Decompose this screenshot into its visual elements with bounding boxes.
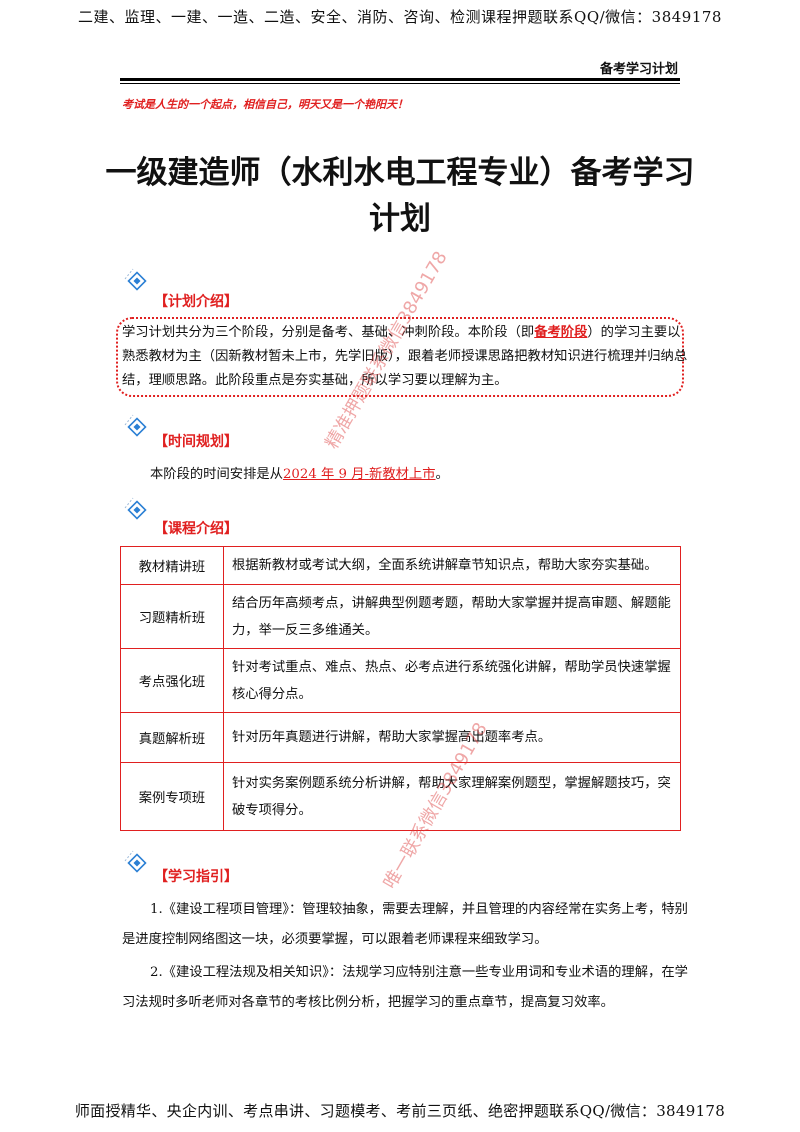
header-title: 备考学习计划 — [599, 62, 678, 77]
diamond-marker-icon — [124, 268, 147, 291]
course-desc: 针对实务案例题系统分析讲解，帮助大家理解案例题型，掌握解题技巧，突破专项得分。 — [223, 762, 681, 831]
motto: 考试是人生的一个起点，相信自己，明天又是一个艳阳天！ — [122, 98, 408, 111]
table-row: 真题解析班 针对历年真题进行讲解，帮助大家掌握高出题率考点。 — [120, 712, 681, 763]
plan-intro-part1: 学习计划共分为三个阶段，分别是备考、基础、冲刺阶段。本阶段（即 — [122, 325, 535, 340]
course-desc: 结合历年高频考点，讲解典型例题考题，帮助大家掌握并提高审题、解题能力，举一反三多… — [223, 584, 681, 649]
top-banner: 二建、监理、一建、一造、二造、安全、消防、咨询、检测课程押题联系QQ/微信：38… — [78, 8, 722, 26]
section-title-course: 【课程介绍】 — [154, 521, 238, 537]
course-name: 真题解析班 — [120, 712, 224, 763]
document-title: 一级建造师（水利水电工程专业）备考学习 计划 — [100, 150, 700, 242]
header-rule-thin — [120, 83, 680, 84]
plan-intro-highlight: 备考阶段 — [534, 325, 588, 340]
diamond-marker-icon — [124, 497, 147, 520]
diamond-marker-icon — [124, 850, 147, 873]
section-title-intro: 【计划介绍】 — [154, 294, 238, 310]
course-table: 教材精讲班 根据新教材或考试大纲，全面系统讲解章节知识点，帮助大家夯实基础。 习… — [120, 546, 681, 831]
section-title-guide: 【学习指引】 — [154, 869, 238, 885]
table-row: 习题精析班 结合历年高频考点，讲解典型例题考题，帮助大家掌握并提高审题、解题能力… — [120, 584, 681, 649]
course-name: 教材精讲班 — [120, 546, 224, 585]
course-name: 考点强化班 — [120, 648, 224, 713]
course-desc: 针对考试重点、难点、热点、必考点进行系统强化讲解，帮助学员快速掌握核心得分点。 — [223, 648, 681, 713]
footer-banner: 师面授精华、央企内训、考点串讲、习题模考、考前三页纸、绝密押题联系QQ/微信：3… — [74, 1102, 726, 1120]
diamond-marker-icon — [124, 414, 147, 437]
table-row: 案例专项班 针对实务案例题系统分析讲解，帮助大家理解案例题型，掌握解题技巧，突破… — [120, 762, 681, 831]
time-plan-highlight: 2024 年 9 月-新教材上市 — [282, 467, 436, 482]
document-title-line2: 计划 — [369, 201, 431, 237]
plan-intro-text: 学习计划共分为三个阶段，分别是备考、基础、冲刺阶段。本阶段（即备考阶段）的学习主… — [122, 321, 690, 393]
time-plan-prefix: 本阶段的时间安排是从 — [150, 467, 283, 482]
course-name: 习题精析班 — [120, 584, 224, 649]
plan-intro-part2: ）的学习主要以熟悉教材为主（因新教材暂未上市，先学旧版），跟着老师授课思路把教材… — [122, 325, 688, 388]
time-plan-suffix: 。 — [435, 467, 449, 482]
plan-intro-box — [116, 317, 684, 397]
document-title-line1: 一级建造师（水利水电工程专业）备考学习 — [105, 155, 695, 191]
section-title-time: 【时间规划】 — [154, 434, 238, 450]
time-plan-text: 本阶段的时间安排是从2024 年 9 月-新教材上市。 — [150, 463, 449, 482]
course-name: 案例专项班 — [120, 762, 224, 831]
header-rule — [120, 78, 680, 81]
guide-paragraph-1: 1.《建设工程项目管理》：管理较抽象，需要去理解，并且管理的内容经常在实务上考，… — [122, 902, 688, 947]
table-row: 考点强化班 针对考试重点、难点、热点、必考点进行系统强化讲解，帮助学员快速掌握核… — [120, 648, 681, 713]
table-row: 教材精讲班 根据新教材或考试大纲，全面系统讲解章节知识点，帮助大家夯实基础。 — [120, 546, 681, 585]
guide-paragraph-2: 2.《建设工程法规及相关知识》：法规学习应特别注意一些专业用词和专业术语的理解，… — [122, 965, 688, 1010]
course-desc: 根据新教材或考试大纲，全面系统讲解章节知识点，帮助大家夯实基础。 — [223, 546, 681, 585]
